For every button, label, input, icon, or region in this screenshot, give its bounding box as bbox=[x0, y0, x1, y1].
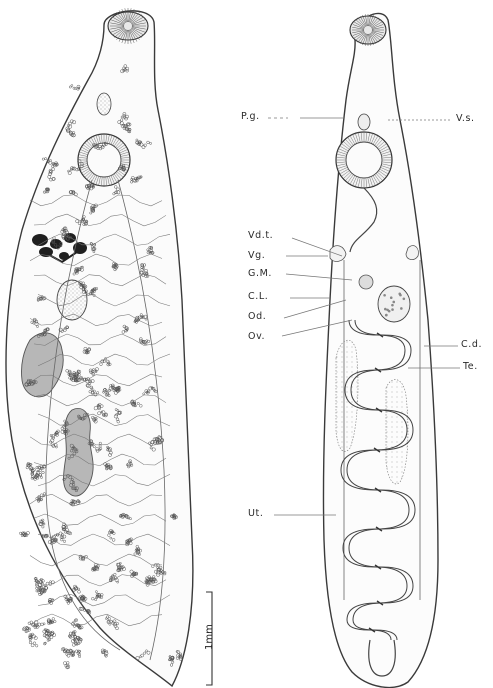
label-cd: C.d. bbox=[461, 339, 482, 350]
left-posterior-testis bbox=[64, 408, 94, 496]
right-vitelline-gland-right bbox=[406, 246, 418, 260]
left-specimen-figure bbox=[6, 8, 193, 686]
right-posterior-testis bbox=[386, 380, 408, 484]
label-cl: C.L. bbox=[248, 291, 268, 302]
label-te: Te. bbox=[463, 361, 478, 372]
right-ovary bbox=[378, 286, 410, 322]
left-pharynx bbox=[97, 93, 111, 115]
right-mehlis-gland bbox=[359, 275, 373, 289]
label-ov: Ov. bbox=[248, 331, 265, 342]
label-vg: Vg. bbox=[248, 250, 265, 261]
right-ventral-sucker bbox=[336, 132, 392, 188]
label-ut: Ut. bbox=[248, 508, 264, 519]
label-vdt: Vd.t. bbox=[248, 230, 273, 241]
label-gm: G.M. bbox=[248, 268, 272, 279]
right-seminal-vesicle bbox=[358, 114, 370, 130]
label-od: Od. bbox=[248, 311, 266, 322]
label-pg: P.g. bbox=[241, 111, 260, 122]
right-schematic-figure bbox=[323, 13, 438, 687]
left-ventral-sucker bbox=[78, 134, 130, 186]
scale-bar-label: 1mm bbox=[204, 624, 215, 650]
label-vs: V.s. bbox=[456, 113, 475, 124]
